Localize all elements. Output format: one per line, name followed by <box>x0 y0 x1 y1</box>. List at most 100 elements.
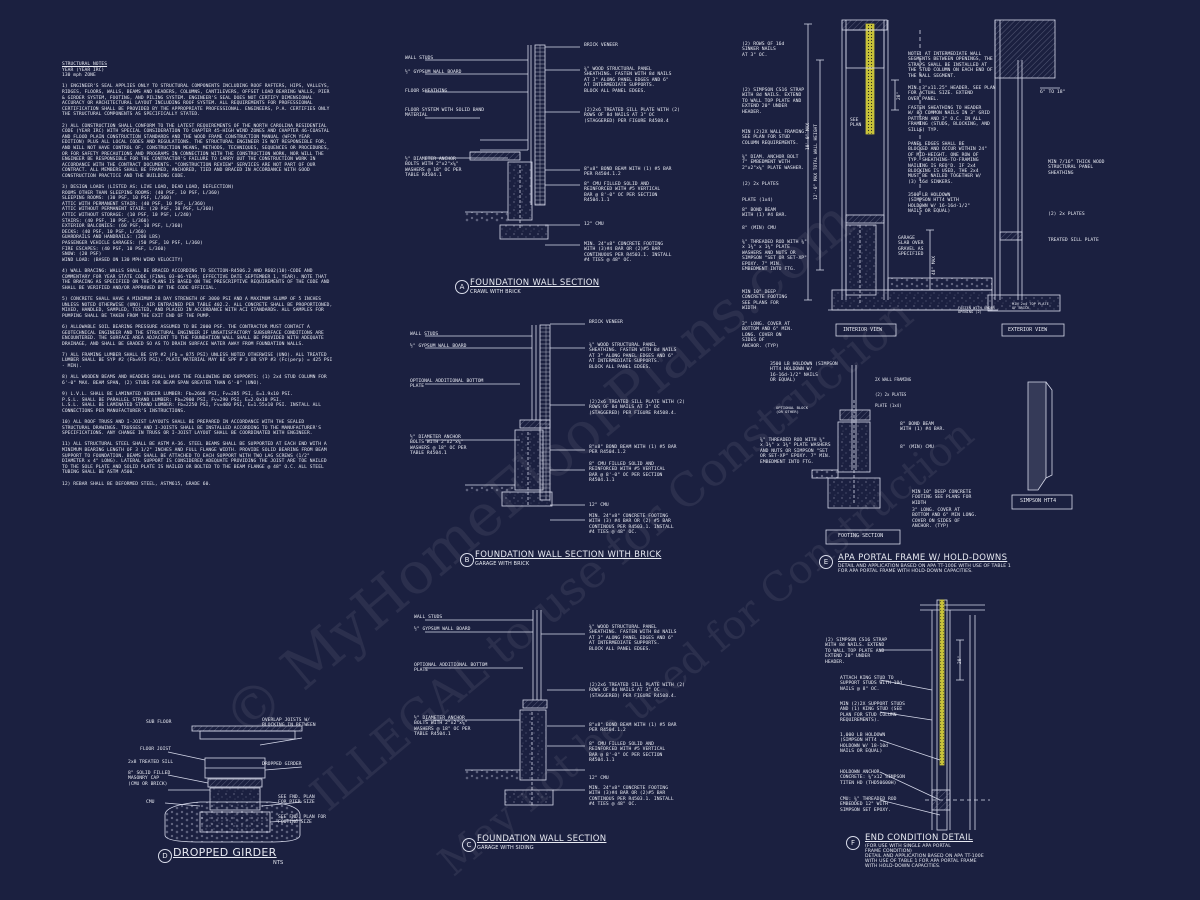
b-right-label-3: (2)2x6 TREATED SILL PLATE WITH (2) ROWS … <box>589 400 685 416</box>
a-left-label-4: FLOOR SYSTEM WITH SOLID BAND MATERIAL <box>405 108 485 119</box>
c-left-label-3: OPTIONAL ADDITIONAL BOTTOM PLATE <box>414 663 488 674</box>
detail-a-tag: A <box>455 280 469 294</box>
e-right-6: MIN 10" DEEP CONCRETE FOOTING SEE PLANS … <box>912 490 972 506</box>
detail-b-tag: B <box>460 553 474 567</box>
c-right-label-4: 8" CMU FILLED SOLID AND REINFORCED WITH … <box>589 742 666 764</box>
pt-dim-10ft: 10'-0" MAX <box>806 122 811 150</box>
b-left-label-3: OPTIONAL ADDITIONAL BOTTOM PLATE <box>410 379 484 390</box>
c-right-label-2: (2)2x6 TREATED SILL PLATE WITH (2) ROWS … <box>589 683 685 699</box>
d-label-girder: DROPPED GIRDER <box>262 762 302 767</box>
note-5: 5) CONCRETE SHALL HAVE A MINIMUM 28 DAY … <box>62 296 333 319</box>
pt-view-interior: INTERIOR VIEW <box>843 327 883 333</box>
pt-left-7: 8" BOND BEAM WITH (1) #4 BAR. <box>742 208 788 219</box>
note-3: 3) DESIGN LOADS (LISTED AS: LIVE LOAD, D… <box>62 185 234 263</box>
b-right-label-6: 12" CMU <box>589 503 609 508</box>
note-6: 6) ALLOWABLE SOIL BEARING PRESSURE ASSUM… <box>62 324 324 347</box>
a-right-label-4: 8"x8" BOND BEAM WITH (1) #5 BAR PER R450… <box>584 167 672 178</box>
detail-d-tag: D <box>158 849 172 863</box>
e-simpson-htt4: SIMPSON HTT4 <box>1020 498 1057 504</box>
detail-b-subtitle: GARAGE WITH BRICK <box>475 561 530 567</box>
detail-e-tag: E <box>819 555 833 569</box>
pt-right-4: PANEL EDGES SHALL BE BLOCKED AND OCCUR W… <box>908 142 988 185</box>
b-right-label-4: 8"x8" BOND BEAM WITH (1) #5 BAR PER R450… <box>589 445 677 456</box>
a-left-label-5: ½" DIAMETER ANCHOR BOLTS WITH 2"x2"x⅛" W… <box>405 157 462 179</box>
pt-dim-48in: 48" MAX <box>932 256 937 275</box>
pt-right-9: TREATED SILL PLATE <box>1048 238 1099 243</box>
pt-left-1: (2) ROWS OF 16d SINKER NAILS AT 3" OC. <box>742 42 785 58</box>
a-right-label-3: (2)2x6 TREATED SILL PLATE WITH (2) ROWS … <box>584 108 680 124</box>
b-left-label-1: WALL STUDS <box>410 332 439 337</box>
pt-right-3: FASTEN SHEATHING TO HEADER W/ 8d COMMON … <box>908 106 990 133</box>
e-footing-section: FOOTING SECTION <box>838 533 884 539</box>
note-12: 12) REBAR SHALL BE DEFORMED STEEL, ASTM6… <box>62 481 212 487</box>
d-label-sill: 2x8 TREATED SILL <box>128 760 174 765</box>
detail-c-tag: C <box>462 838 476 852</box>
detail-e-title: APA PORTAL FRAME W/ HOLD-DOWNS DETAIL AN… <box>838 553 1011 574</box>
f-dim-20in: 20" <box>958 655 963 664</box>
e-right-1: 2X WALL FRAMING <box>875 377 912 382</box>
a-left-label-3: FLOOR SHEATHING <box>405 89 448 94</box>
pt-left-3: MIN (2)2X WALL FRAMING. SEE PLAN FOR STU… <box>742 130 807 146</box>
f-label-5: HOLDOWN ANCHOR CONCRETE: ⅝"x12 SIMPSON T… <box>840 770 905 786</box>
c-right-label-6: MIN. 24"x8" CONCRETE FOOTING WITH (3)#4 … <box>589 786 674 808</box>
detail-a-title: FOUNDATION WALL SECTION CRAWL WITH BRICK <box>470 278 599 295</box>
note-7: 7) ALL FRAMING LUMBER SHALL BE SYP #2 (F… <box>62 352 333 370</box>
pt-left-8: 8" (MIN) CMU <box>742 226 776 231</box>
detail-b-title: FOUNDATION WALL SECTION WITH BRICK GARAG… <box>475 550 661 567</box>
pt-opening-note: FASTEN WITH UNDER OPENING (2) <box>958 306 995 314</box>
detail-f-tag: F <box>846 836 860 850</box>
a-right-label-7: MIN. 24"x8" CONCRETE FOOTING WITH (3)#4 … <box>584 242 672 264</box>
pt-right-7: MIN 7/16" THICK WOOD STRUCTURAL PANEL SH… <box>1048 160 1105 176</box>
pt-left-5: (2) 2x PLATES <box>742 182 779 187</box>
f-label-3: MIN (2)2X SUPPORT STUDS AND (1) KING STU… <box>840 702 905 724</box>
a-right-label-5: 8" CMU FILLED SOLID AND REINFORCED WITH … <box>584 182 661 204</box>
pt-left-6: PLATE (1x4) <box>742 198 774 203</box>
detail-f-title: END CONDITION DETAIL (FOR USE WITH SINGL… <box>865 833 984 869</box>
pt-see-plan: SEE PLAN <box>850 118 862 129</box>
detail-c-title: FOUNDATION WALL SECTION GARAGE WITH SIDI… <box>477 834 606 851</box>
c-left-label-2: ½" GYPSUM WALL BOARD <box>414 627 471 632</box>
f-label-1: (2) SIMPSON CS16 STRAP WITH 8d NAILS. EX… <box>825 638 888 665</box>
pt-left-10: MIN 10" DEEP CONCRETE FOOTING SEE PLANS … <box>742 290 788 312</box>
b-right-label-5: 8" CMU FILLED SOLID AND REINFORCED WITH … <box>589 462 666 484</box>
e-left-3: ⅝" THREADED ROD WITH ⅝" x 1¾" x 1¾" PLAT… <box>760 438 831 465</box>
f-label-4: 1,000 LB HOLDOWN (SIMPSON HTT4 HOLDOWN W… <box>840 733 888 755</box>
detail-c-subtitle: GARAGE WITH SIDING <box>477 845 534 851</box>
note-4: 4) WALL BRACING: WALLS SHALL BE BRACED A… <box>62 268 330 291</box>
detail-f-subtitle: (FOR USE WITH SINGLE APA PORTAL FRAME CO… <box>865 844 984 869</box>
detail-d-scale: NTS <box>273 860 284 866</box>
pt-view-exterior: EXTERIOR VIEW <box>1008 327 1048 333</box>
c-right-label-5: 12" CMU <box>589 776 609 781</box>
e-left-1: 3500 LB HOLDOWN (SIMPSON HTT4 HOLDOWN W/… <box>770 362 838 384</box>
b-right-label-1: BRICK VENEER <box>589 320 623 325</box>
pt-right-1: NOTE: AT INTERMEDIATE WALL SEGMENTS BETW… <box>908 52 993 79</box>
d-label-subfloor: SUB FLOOR <box>146 720 172 725</box>
b-left-label-2: ½" GYPSUM WALL BOARD <box>410 344 467 349</box>
a-right-label-1: BRICK VENEER <box>584 43 618 48</box>
note-11: 11) ALL STRUCTURAL STEEL SHALL BE ASTM A… <box>62 442 327 476</box>
d-label-cmu: CMU <box>146 800 155 805</box>
pt-right-2: MIN. 3"x11.25" HEADER. SEE PLAN FOR ACTU… <box>908 86 996 102</box>
b-right-label-7: MIN. 24"x8" CONCRETE FOOTING WITH (3) #4… <box>589 514 674 536</box>
detail-d-title: DROPPED GIRDER NTS <box>173 846 283 866</box>
pt-dim-20in: 20" <box>897 91 902 100</box>
structural-notes: STRUCTURAL NOTES YEAR (YEAR IRC) 130 mph… <box>62 62 334 493</box>
note-9: 9) L.V.L. SHALL BE LAMINATED VENEER LUMB… <box>62 392 322 414</box>
b-right-label-2: ⅜" WOOD STRUCTURAL PANEL SHEATHING. FAST… <box>589 343 677 370</box>
c-right-label-1: ⅜" WOOD STRUCTURAL PANEL SHEATHING. FAST… <box>589 625 677 652</box>
pt-right-8: (2) 2x PLATES <box>1048 212 1085 217</box>
e-left-2: OPTIONAL BLOCK (OR OTHER) <box>776 405 809 415</box>
detail-a-title-text: FOUNDATION WALL SECTION <box>470 278 600 288</box>
d-label-footing: SEE FND. PLAN FOR FOOTING SIZE <box>278 815 326 826</box>
pt-left-2: (2) SIMPSON CS16 STRAP WITH 8d NAILS. EX… <box>742 88 805 115</box>
b-left-label-4: ½" DIAMETER ANCHOR BOLTS WITH 2"x2"x⅛" W… <box>410 435 467 457</box>
pt-brick-note: MIN 2x4 TOP PLATE OF BRICK <box>1012 302 1049 310</box>
e-right-7: 3" LONG. COVER AT BOTTOM AND 6" MIN LONG… <box>912 508 977 530</box>
detail-b-title-text: FOUNDATION WALL SECTION WITH BRICK <box>475 550 662 560</box>
notes-year: YEAR (YEAR IRC) <box>62 67 105 73</box>
pt-right-6: GARAGE SLAB OVER GRAVEL AS SPECIFIED <box>898 236 924 258</box>
c-left-label-4: ½" DIAMETER ANCHOR BOLTS WITH 2"x2"x⅛" W… <box>414 716 471 738</box>
d-label-cap: 8" SOLID FILLED MASONRY CAP (CMU OR BRIC… <box>128 771 171 787</box>
e-right-2: (2) 2x PLATES <box>875 392 907 397</box>
